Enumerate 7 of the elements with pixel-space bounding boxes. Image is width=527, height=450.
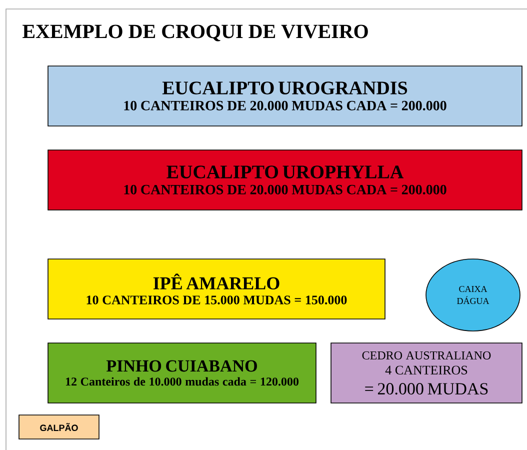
bed-box: CEDRO AUSTRALIANO 4 CANTEIROS = 20.000 MUDAS — [330, 342, 522, 404]
bed-box: EUCALIPTO UROPHYLLA 10 CANTEIROS DE 20.000 MUDAS CADA = 200.000 — [48, 150, 522, 210]
bed-box: IPÊ AMARELO 10 CANTEIROS DE 15.000 MUDAS = 150.000 — [48, 258, 386, 320]
bed-box: EUCALIPTO UROGRANDIS 10 CANTEIROS DE 20.000 MUDAS CADA = 200.000 — [48, 66, 522, 126]
building-box: GALPÃO — [18, 414, 100, 440]
title: EXEMPLO DE CROQUI DE VIVEIRO — [22, 24, 368, 42]
bed-box: PINHO CUIABANO 12 Canteiros de 10.000 mudas cada = 120.000 — [48, 342, 316, 404]
